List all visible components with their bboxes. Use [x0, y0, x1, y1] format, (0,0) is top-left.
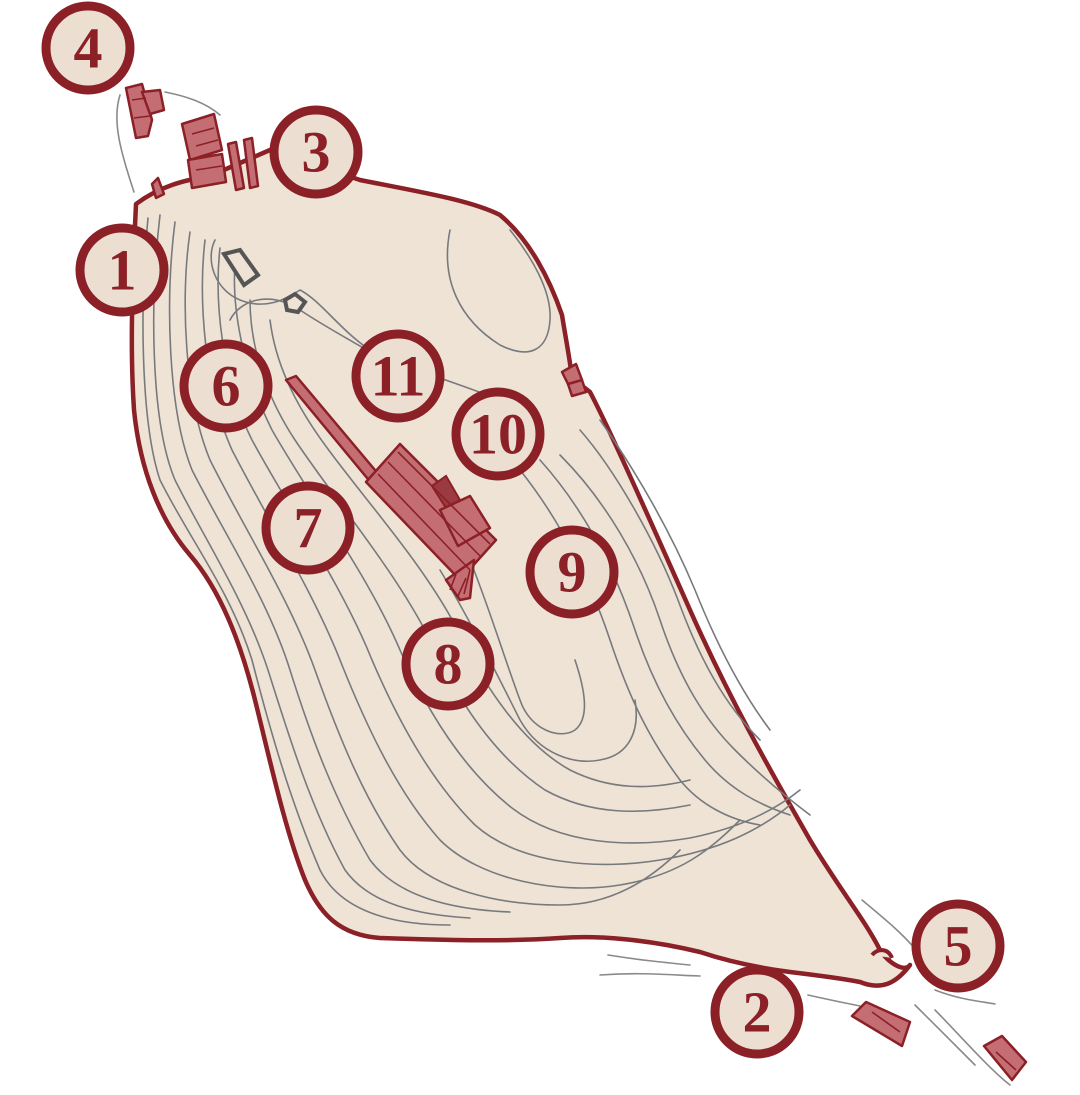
marker-label: 3: [302, 120, 331, 185]
marker-label: 6: [212, 354, 241, 419]
markers: 1 2 3 4 5 6 7 8: [41, 1, 1005, 1059]
marker-4[interactable]: 4: [41, 1, 135, 95]
island-shape: [129, 147, 913, 988]
marker-label: 5: [944, 914, 973, 979]
shore-lines: [116, 91, 1011, 1086]
marker-label: 11: [371, 344, 426, 409]
marker-label: 4: [74, 16, 103, 81]
marker-1[interactable]: 1: [75, 223, 169, 317]
marker-6[interactable]: 6: [179, 339, 273, 433]
rock-shapes: [220, 247, 308, 315]
marker-label: 10: [469, 402, 527, 467]
marker-2[interactable]: 2: [710, 965, 804, 1059]
marker-label: 8: [434, 632, 463, 697]
marker-3[interactable]: 3: [269, 105, 363, 199]
south-buildings: [850, 948, 1028, 1082]
marker-label: 9: [558, 540, 587, 605]
north-buildings: [124, 82, 260, 200]
marker-8[interactable]: 8: [401, 617, 495, 711]
marker-9[interactable]: 9: [525, 525, 619, 619]
marker-7[interactable]: 7: [261, 481, 355, 575]
main-building: [284, 374, 498, 602]
marker-11[interactable]: 11: [351, 329, 445, 423]
marker-10[interactable]: 10: [451, 387, 545, 481]
marker-5[interactable]: 5: [911, 899, 1005, 993]
small-hut: [560, 362, 588, 398]
marker-label: 7: [294, 496, 323, 561]
marker-label: 2: [743, 980, 772, 1045]
marker-label: 1: [108, 238, 137, 303]
